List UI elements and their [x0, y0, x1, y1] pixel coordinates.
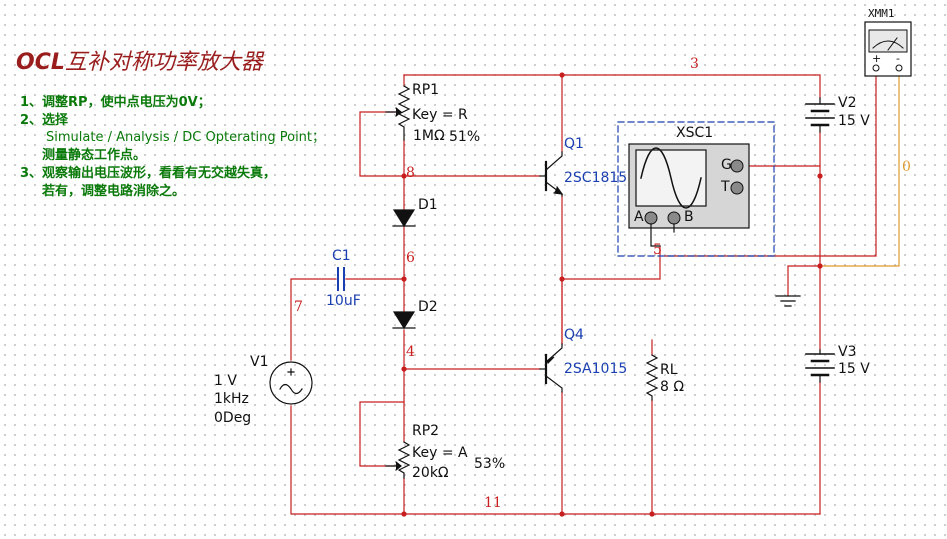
q4-name: Q4	[564, 327, 584, 343]
d2-name: D2	[418, 299, 438, 315]
instrument-wire-0	[819, 71, 900, 267]
c1-symbol[interactable]	[337, 267, 345, 291]
rp2-symbol[interactable]	[385, 441, 411, 479]
v2-symbol[interactable]	[805, 97, 835, 133]
instruction-line-4: 测量静态工作点。	[42, 148, 147, 163]
rp1-symbol[interactable]	[385, 85, 411, 141]
net-label-6: 6	[406, 250, 415, 266]
instruction-line-2: 2、选择	[20, 113, 69, 128]
junctions	[401, 72, 823, 517]
v3-symbol[interactable]	[805, 349, 835, 383]
net-label-8: 8	[406, 165, 415, 181]
rp2-value: 20kΩ	[412, 465, 449, 481]
xsc1-instrument[interactable]	[617, 121, 775, 257]
q1-part: 2SC1815	[564, 170, 628, 186]
v2-value: 15 V	[838, 113, 870, 129]
q1-name: Q1	[564, 136, 584, 152]
rp2-key: Key = A	[412, 445, 468, 461]
rl-name: RL	[660, 362, 678, 378]
v1-name: V1	[250, 354, 269, 370]
wires	[290, 71, 877, 515]
v2-name: V2	[838, 95, 857, 111]
rp1-percent: 51%	[449, 129, 481, 145]
rp2-percent: 53%	[474, 456, 506, 472]
d1-symbol[interactable]	[392, 209, 416, 228]
d1-name: D1	[418, 197, 438, 213]
rp2-name: RP2	[412, 423, 440, 439]
instruction-line-1: 1、调整RP，使中点电压为0V；	[20, 95, 211, 110]
rp1-value: 1MΩ	[413, 128, 445, 144]
q4-symbol[interactable]	[539, 343, 563, 393]
v3-name: V3	[838, 344, 857, 360]
rl-value: 8 Ω	[660, 379, 685, 395]
xmm1-name: XMM1	[868, 7, 895, 20]
xmm1-plus: +	[872, 52, 882, 65]
xsc1-pin-a: A	[634, 209, 644, 225]
net-label-5: 5	[653, 242, 662, 258]
net-label-4: 4	[406, 344, 415, 360]
net-label-0: 0	[902, 159, 911, 175]
q4-part: 2SA1015	[564, 361, 628, 377]
v1-frequency: 1kHz	[214, 391, 249, 407]
instruction-line-5: 3、观察输出电压波形，看看有无交越失真，	[20, 166, 277, 181]
v1-phase: 0Deg	[214, 410, 252, 426]
net-label-11: 11	[484, 495, 502, 511]
v1-symbol[interactable]	[269, 361, 313, 405]
q1-symbol[interactable]	[539, 151, 564, 197]
instruction-line-3: Simulate / Analysis / DC Opterating Poin…	[46, 130, 326, 145]
xmm1-minus: -	[896, 52, 900, 65]
xmm1-instrument[interactable]	[864, 21, 912, 77]
instruction-line-6: 若有，调整电路消除之。	[42, 184, 186, 199]
xsc1-pin-g: G	[721, 157, 732, 173]
ground-icon	[775, 295, 801, 307]
d2-symbol[interactable]	[392, 311, 416, 330]
c1-value: 10uF	[326, 293, 361, 309]
v1-amplitude: 1 V	[214, 373, 237, 389]
xsc1-pin-t: T	[721, 179, 730, 195]
xsc1-name: XSC1	[676, 125, 714, 141]
v3-value: 15 V	[838, 361, 870, 377]
rl-symbol[interactable]	[645, 354, 659, 401]
net-label-3: 3	[690, 56, 699, 72]
page-title: OCL互补对称功率放大器	[16, 50, 263, 75]
xsc1-pin-b: B	[684, 209, 694, 225]
c1-name: C1	[332, 248, 351, 264]
rp1-name: RP1	[412, 82, 440, 98]
rp1-key: Key = R	[412, 107, 468, 123]
net-label-7: 7	[294, 299, 303, 315]
